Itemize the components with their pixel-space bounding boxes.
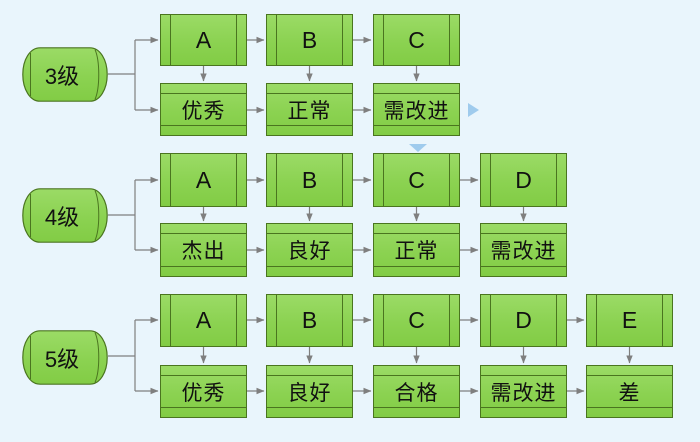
grade-box-label: 需改进 (490, 381, 557, 405)
letter-box[interactable]: D (480, 153, 567, 207)
grade-box-label: 差 (618, 381, 641, 405)
grade-box[interactable]: 良好 (266, 365, 353, 418)
letter-box-label: C (408, 166, 425, 193)
level-label: 4级 (44, 204, 80, 230)
grade-box[interactable]: 需改进 (480, 365, 567, 418)
grade-box-label: 需改进 (383, 99, 450, 123)
letter-box-label: C (408, 307, 425, 333)
triangle-down-icon[interactable] (409, 144, 427, 152)
letter-box-label: A (195, 26, 212, 53)
letter-box[interactable]: E (586, 294, 673, 347)
grade-box-label: 良好 (287, 381, 332, 405)
letter-box[interactable]: A (160, 14, 247, 66)
grade-box[interactable]: 优秀 (160, 83, 247, 136)
level-label: 3级 (44, 63, 80, 89)
grade-box[interactable]: 合格 (373, 365, 460, 418)
cylinder-shape-icon (22, 330, 108, 385)
letter-box-label: A (195, 307, 212, 333)
grade-box[interactable]: 正常 (373, 223, 460, 277)
grade-box-label: 优秀 (181, 381, 226, 405)
triangle-right-icon[interactable] (468, 103, 479, 117)
letter-box[interactable]: C (373, 294, 460, 347)
level-cylinder-5[interactable]: 5级 (22, 330, 108, 385)
letter-box-label: D (515, 307, 532, 333)
grade-box-label: 杰出 (181, 240, 226, 263)
letter-box[interactable]: B (266, 294, 353, 347)
letter-box-label: E (621, 307, 638, 333)
letter-box[interactable]: C (373, 153, 460, 207)
cylinder-shape-icon (22, 47, 108, 102)
cylinder-shape-icon (22, 188, 108, 243)
level-label: 5级 (44, 346, 80, 372)
letter-box[interactable]: C (373, 14, 460, 66)
letter-box-label: D (515, 166, 532, 193)
letter-box[interactable]: A (160, 153, 247, 207)
letter-box-label: C (408, 26, 425, 53)
grade-box[interactable]: 需改进 (480, 223, 567, 277)
level-cylinder-4[interactable]: 4级 (22, 188, 108, 243)
grade-box-label: 正常 (287, 99, 332, 123)
level-cylinder-3[interactable]: 3级 (22, 47, 108, 102)
letter-box-label: A (195, 166, 212, 193)
grade-box[interactable]: 需改进 (373, 83, 460, 136)
letter-box-label: B (301, 307, 318, 333)
grade-box-label: 需改进 (490, 240, 557, 263)
letter-box[interactable]: D (480, 294, 567, 347)
letter-box[interactable]: B (266, 153, 353, 207)
letter-box-label: B (301, 26, 318, 53)
grade-box-label: 良好 (287, 240, 332, 263)
letter-box-label: B (301, 166, 318, 193)
letter-box[interactable]: A (160, 294, 247, 347)
grade-box-label: 合格 (394, 381, 439, 405)
grade-box[interactable]: 正常 (266, 83, 353, 136)
grade-box[interactable]: 杰出 (160, 223, 247, 277)
letter-box[interactable]: B (266, 14, 353, 66)
grade-box[interactable]: 差 (586, 365, 673, 418)
grade-box[interactable]: 优秀 (160, 365, 247, 418)
grade-box[interactable]: 良好 (266, 223, 353, 277)
grade-box-label: 优秀 (181, 99, 226, 123)
grade-box-label: 正常 (394, 240, 439, 263)
